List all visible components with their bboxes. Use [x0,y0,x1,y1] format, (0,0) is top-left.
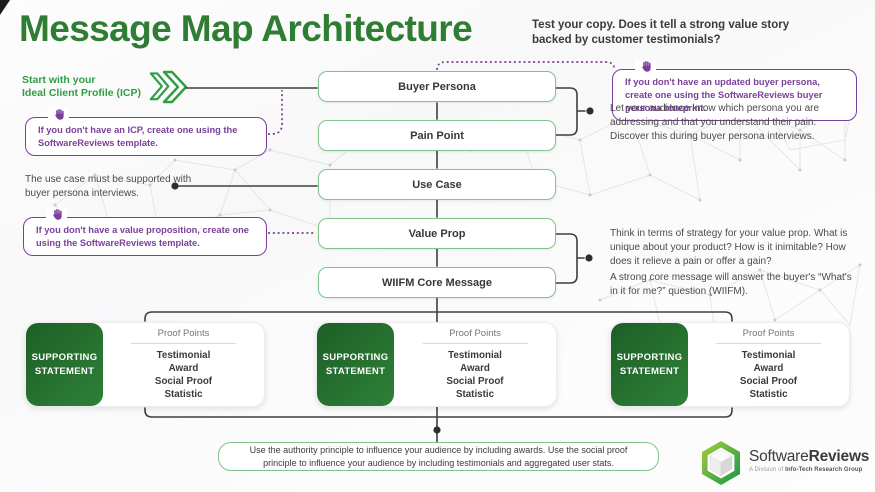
supporting-statement-label: SUPPORTING STATEMENT [26,323,103,406]
logo-division: A Division of Info-Tech Research Group [749,467,869,473]
callout-buyer-persona-text: If you don't have an updated buyer perso… [625,77,823,114]
divider [422,342,528,344]
note-core-message: A strong core message will answer the bu… [610,272,852,297]
start-label-line1: Start with your [22,74,96,86]
proof-points-title: Proof Points [449,327,501,339]
softwarereviews-logo: SoftwareReviews A Division of Info-Tech … [698,439,869,487]
flow-box-value-prop: Value Prop [318,218,556,249]
proof-item: Testimonial [448,349,502,361]
divider [131,342,236,344]
flow-box-pain-point: Pain Point [318,120,556,151]
page-title: Message Map Architecture [19,8,473,49]
flow-box-buyer-persona: Buyer Persona [318,71,556,102]
proof-item: Testimonial [156,349,211,361]
note-persona: Let your audience know which persona you… [610,103,820,142]
callout-value-prop-text: If you don't have a value proposition, c… [36,225,249,249]
supporting-statement-label: SUPPORTING STATEMENT [317,323,394,406]
flow-box-label: Pain Point [410,129,464,142]
logo-name-bold: Reviews [808,448,870,465]
proof-item: Award [460,362,490,374]
proof-item: Award [753,362,784,374]
proof-item: Social Proof [154,376,213,387]
logo-cube-icon [702,441,740,485]
proof-item: Award [168,362,199,374]
note-use-case: The use case must be supported with buye… [25,174,192,199]
proof-item: Social Proof [446,376,504,387]
pointer-hand-icon [46,208,67,221]
proof-item: Statistic [455,389,495,401]
footer-note-box: Use the authority principle to influence… [218,442,659,471]
supporting-statement-label: SUPPORTING STATEMENT [611,323,688,406]
pointer-hand-icon [635,60,656,73]
supporting-card: SUPPORTING STATEMENT Proof Points Testim… [25,322,265,407]
flow-box-label: Value Prop [408,227,466,240]
proof-points-title: Proof Points [742,327,795,339]
callout-value-prop: If you don't have a value proposition, c… [23,208,267,257]
double-chevron-icon [149,70,188,104]
divider [716,342,821,344]
proof-points-panel: Proof Points Testimonial Award Social Pr… [394,323,556,406]
proof-points-panel: Proof Points Testimonial Award Social Pr… [688,323,849,406]
flow-box-label: WIIFM Core Message [381,276,493,289]
logo-name-regular: Software [749,448,809,465]
flow-box-label: Use Case [412,178,462,191]
supporting-card: SUPPORTING STATEMENT Proof Points Testim… [610,322,850,407]
logo-name: SoftwareReviews [749,449,869,465]
flow-box-use-case: Use Case [318,169,556,200]
proof-item: Statistic [164,389,203,401]
footer-note-text: Use the authority principle to influence… [249,445,628,468]
logo-division-prefix: A Division of [749,466,786,473]
proof-points-title: Proof Points [157,327,210,339]
flow-box-wiifm-core-message: WIIFM Core Message [318,267,556,298]
start-label-line2: Ideal Client Profile (ICP) [22,87,142,99]
callout-buyer-persona: If you don't have an updated buyer perso… [612,60,857,122]
note-value-strategy: Think in terms of strategy for your valu… [610,228,848,267]
proof-item: Statistic [749,389,788,401]
logo-text: SoftwareReviews A Division of Info-Tech … [749,449,869,473]
proof-item: Social Proof [739,376,798,387]
callout-icp-text: If you don't have an ICP, create one usi… [38,125,238,149]
callout-icp: If you don't have an ICP, create one usi… [25,108,267,157]
headline-text: Test your copy. Does it tell a strong va… [532,19,790,47]
pointer-hand-icon [48,108,69,121]
proof-points-panel: Proof Points Testimonial Award Social Pr… [103,323,264,406]
corner-mark-decoration [0,0,10,15]
supporting-card: SUPPORTING STATEMENT Proof Points Testim… [316,322,557,407]
flow-box-label: Buyer Persona [398,80,476,93]
logo-division-bold: Info-Tech Research Group [785,466,863,473]
proof-item: Testimonial [741,349,796,361]
